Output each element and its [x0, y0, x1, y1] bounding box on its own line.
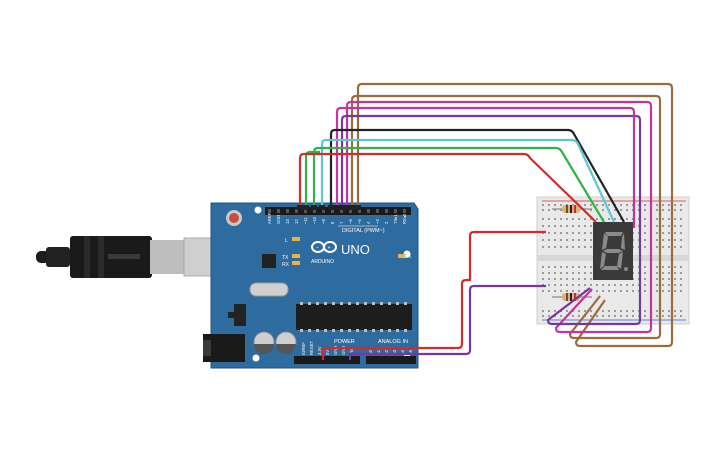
power-pin-label-6: Vin	[349, 348, 354, 355]
wire-endpoints	[297, 205, 361, 210]
uno-label: UNO	[341, 242, 370, 257]
on-label: ON	[404, 254, 411, 259]
reset-button[interactable]	[229, 213, 239, 223]
wire-purple-gnd	[348, 284, 546, 360]
arduino-logo-icon: − +	[311, 241, 337, 253]
power-pin-label-3: 5V	[325, 350, 330, 355]
digital-pin-label-11: 4	[366, 221, 371, 224]
analog-pin-label-1: A1	[376, 349, 381, 355]
wire-red-digital	[298, 152, 597, 223]
power-label: POWER	[334, 339, 355, 345]
wire-magenta-outer	[345, 100, 653, 334]
digital-pin-label-12: ~3	[375, 219, 380, 224]
power-pin-label-5: GND	[341, 346, 346, 355]
wire-green-right	[312, 146, 605, 223]
digital-pin-label-9: ~6	[348, 219, 353, 224]
power-pin-label-4: GND	[333, 346, 338, 355]
led-rx-label: RX	[282, 262, 290, 268]
seven-segment-display[interactable]: 8	[0, 0, 633, 280]
wire-cyan	[320, 138, 615, 223]
arduino-uno-board[interactable]: AREF GND 13 12 ~11 ~10 ~9 8 7 ~6 ~5 4 ~3 2 TX▸1 RX◂0 DI…	[203, 202, 419, 369]
digital-pin-label-2: 13	[285, 219, 290, 224]
power-pin-label-0: IOREF	[301, 342, 306, 355]
digital-pin-label-7: 8	[330, 221, 335, 224]
digital-label: DIGITAL (PWM~)	[342, 228, 385, 234]
svg-text:−: −	[316, 245, 319, 251]
digital-pin-label-13: 2	[384, 221, 389, 224]
resistor-top[interactable]	[552, 205, 592, 213]
power-header[interactable]	[294, 356, 360, 364]
wire-brown-inner	[350, 94, 662, 340]
digital-pin-label-10: ~5	[357, 219, 362, 224]
digital-pin-label-5: ~10	[312, 216, 317, 224]
wire-purple-top	[340, 114, 642, 326]
svg-text:+: +	[328, 246, 331, 252]
wire-brown-outer	[356, 82, 674, 348]
arduino-wordmark: ARDUINO	[311, 259, 334, 265]
digital-pin-label-4: ~11	[303, 217, 308, 224]
analog-pin-label-3: A3	[392, 349, 397, 355]
digital-pin-label-3: 12	[294, 219, 299, 224]
power-pin-label-2: 3.3V	[317, 346, 322, 355]
digital-pin-label-6: ~9	[321, 219, 326, 224]
led-tx-label: TX	[282, 255, 289, 261]
digital-pin-label-14: TX▸1	[393, 214, 398, 224]
digital-pin-label-15: RX◂0	[402, 213, 407, 224]
analog-pin-label-4: A4	[400, 349, 405, 355]
wire-black	[329, 128, 625, 223]
analog-header[interactable]	[366, 356, 416, 364]
digital-pin-label-1: GND	[276, 215, 281, 224]
analog-pin-label-2: A2	[384, 349, 389, 355]
wire-magenta-inner	[335, 106, 636, 228]
wires[interactable]	[298, 82, 674, 360]
digital-pin-label-8: 7	[339, 221, 344, 224]
digital-pin-label-0: AREF	[267, 212, 272, 224]
power-pin-label-1: RESET	[309, 341, 314, 355]
digital-header[interactable]	[265, 207, 411, 215]
digital-pin-labels: AREF GND 13 12 ~11 ~10 ~9 8 7 ~6 ~5 4 ~3 2 TX▸1 RX◂0	[267, 212, 407, 224]
analog-pin-label-5: A5	[408, 349, 413, 355]
analog-in-label: ANALOG IN	[378, 339, 408, 345]
atmega-chip	[296, 304, 412, 330]
led-l-label: L	[285, 238, 288, 244]
analog-pin-label-0: A0	[368, 349, 373, 355]
wire-red-5v	[321, 230, 546, 360]
